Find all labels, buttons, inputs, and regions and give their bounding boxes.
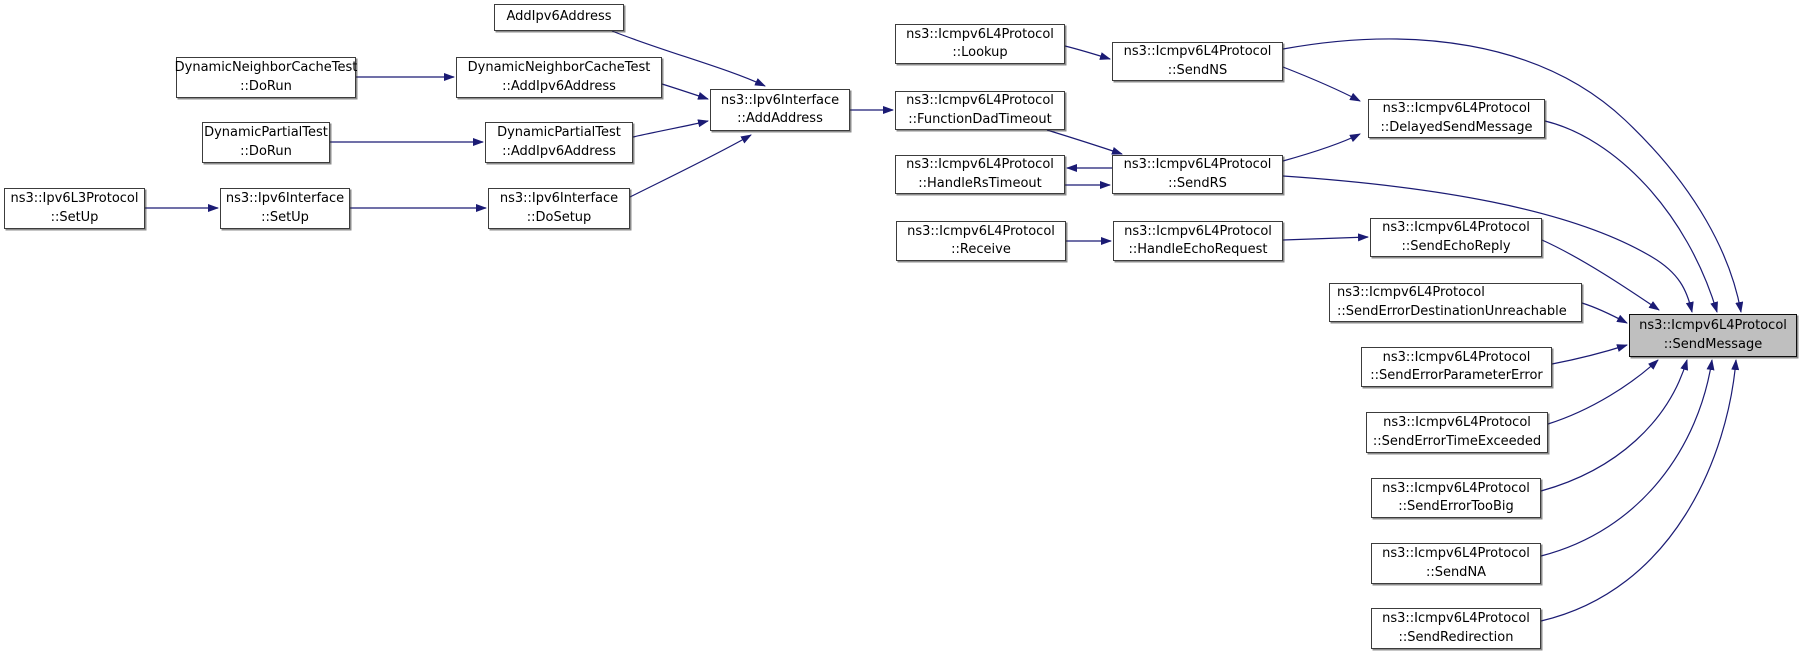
node-label: AddIpv6Address	[506, 9, 612, 25]
node-label-class: DynamicNeighborCacheTest	[174, 60, 358, 75]
node-label-class: ns3::Icmpv6L4Protocol	[1123, 44, 1272, 59]
node-icmpv6l4protocol-functiondadtimeout[interactable]: ns3::Icmpv6L4Protocol ::FunctionDadTimeo…	[895, 91, 1065, 130]
node-label-class: ns3::Icmpv6L4Protocol	[1124, 223, 1272, 239]
node-icmpv6l4protocol-senderrordestinationunreachable[interactable]: ns3::Icmpv6L4Protocol ::SendErrorDestina…	[1329, 283, 1582, 322]
edge-delayedsendmessage-to-sendmessage	[1544, 120, 1718, 313]
node-dynamicpartialtest-addipv6address[interactable]: DynamicPartialTest ::AddIpv6Address	[485, 122, 633, 163]
node-label-class: ns3::Icmpv6L4Protocol	[906, 26, 1054, 42]
node-ipv6interface-setup[interactable]: ns3::Ipv6Interface ::SetUp	[220, 188, 350, 229]
node-label-class: ns3::Ipv6Interface	[225, 191, 345, 206]
node-label-class: ns3::Icmpv6L4Protocol	[1123, 157, 1272, 172]
edge-lookup-to-sendns	[1064, 45, 1111, 60]
node-icmpv6l4protocol-senderrortoobig[interactable]: ns3::Icmpv6L4Protocol ::SendErrorTooBig	[1371, 478, 1541, 518]
node-label-class: ns3::Ipv6L3Protocol	[10, 191, 139, 206]
node-label-class: ns3::Icmpv6L4Protocol	[907, 223, 1055, 239]
node-label-member: ::HandleRsTimeout	[918, 175, 1042, 191]
node-icmpv6l4protocol-sendechoreply[interactable]: ns3::Icmpv6L4Protocol ::SendEchoReply	[1370, 218, 1542, 257]
node-label-member: ::SendRS	[1168, 175, 1227, 191]
node-addipv6address[interactable]: AddIpv6Address	[494, 4, 624, 31]
node-dynamicneighborcachetest-dorun[interactable]: DynamicNeighborCacheTest ::DoRun	[174, 57, 358, 98]
node-icmpv6l4protocol-receive[interactable]: ns3::Icmpv6L4Protocol ::Receive	[896, 221, 1066, 261]
edge-sendns-to-sendmessage	[1282, 38, 1744, 313]
node-label-class: ns3::Icmpv6L4Protocol	[1337, 285, 1485, 300]
node-label-member: ::SendNS	[1167, 62, 1228, 78]
node-label-member: ::SendErrorParameterError	[1370, 368, 1543, 383]
node-label-member: ::AddIpv6Address	[502, 78, 616, 94]
edge-functiondadtimeout-to-sendrs	[1046, 129, 1123, 155]
node-label-member: ::AddIpv6Address	[502, 143, 616, 159]
node-label-class: DynamicNeighborCacheTest	[467, 60, 651, 75]
node-ipv6interface-dosetup[interactable]: ns3::Ipv6Interface ::DoSetup	[488, 188, 630, 229]
node-label-class: ns3::Icmpv6L4Protocol	[1382, 220, 1530, 235]
node-icmpv6l4protocol-handleechorequest[interactable]: ns3::Icmpv6L4Protocol ::HandleEchoReques…	[1113, 221, 1283, 261]
node-label-member: ::SendNA	[1425, 564, 1487, 580]
edge-sendrs-to-sendmessage	[1282, 175, 1694, 313]
node-dynamicneighborcachetest-addipv6address[interactable]: DynamicNeighborCacheTest ::AddIpv6Addres…	[456, 57, 662, 98]
edge-senderrortimeexceeded-to-sendmessage	[1547, 359, 1659, 425]
node-label-class: ns3::Icmpv6L4Protocol	[1382, 546, 1530, 561]
node-label-class: ns3::Icmpv6L4Protocol	[1382, 349, 1531, 365]
node-label-member: ::DoRun	[240, 143, 292, 159]
node-label-class: ns3::Icmpv6L4Protocol	[1639, 318, 1787, 333]
node-label-class: ns3::Icmpv6L4Protocol	[1382, 611, 1530, 626]
node-label-member: ::DoRun	[240, 78, 292, 94]
node-label-member: ::SendEchoReply	[1401, 238, 1511, 254]
node-icmpv6l4protocol-handlerstimeout[interactable]: ns3::Icmpv6L4Protocol ::HandleRsTimeout	[895, 155, 1065, 194]
edge-senderrorparametererror-to-sendmessage	[1551, 344, 1628, 365]
node-icmpv6l4protocol-sendna[interactable]: ns3::Icmpv6L4Protocol ::SendNA	[1371, 543, 1541, 584]
node-label-member: ::FunctionDadTimeout	[908, 111, 1052, 127]
node-label-member: ::HandleEchoRequest	[1128, 242, 1268, 257]
node-icmpv6l4protocol-sendmessage[interactable]: ns3::Icmpv6L4Protocol ::SendMessage	[1629, 314, 1797, 357]
edge-dnctaddipv6-to-addaddress	[661, 83, 709, 100]
edge-sendna-to-sendmessage	[1540, 359, 1715, 557]
node-label-class: ns3::Icmpv6L4Protocol	[906, 93, 1054, 108]
node-ipv6l3protocol-setup[interactable]: ns3::Ipv6L3Protocol ::SetUp	[4, 188, 145, 229]
node-label-class: DynamicPartialTest	[204, 125, 328, 140]
node-label-member: ::Receive	[951, 242, 1011, 257]
edge-sendechoreply-to-sendmessage	[1541, 239, 1660, 311]
node-label-class: ns3::Icmpv6L4Protocol	[1382, 101, 1531, 116]
edge-senderrortoobig-to-sendmessage	[1540, 359, 1689, 492]
node-label-class: ns3::Ipv6Interface	[499, 191, 619, 206]
edge-sendns-to-delayedsendmessage	[1282, 66, 1361, 102]
node-icmpv6l4protocol-sendrs[interactable]: ns3::Icmpv6L4Protocol ::SendRS	[1112, 155, 1283, 194]
node-label-member: ::DelayedSendMessage	[1380, 119, 1533, 135]
edge-sendrs-to-delayedsendmessage	[1282, 133, 1361, 162]
node-label-member: ::DoSetup	[526, 209, 592, 225]
node-label-member: ::SendErrorDestinationUnreachable	[1337, 303, 1567, 319]
edge-addipv6address-to-addaddress	[611, 30, 766, 87]
node-label-member: ::SendErrorTooBig	[1398, 499, 1514, 514]
node-icmpv6l4protocol-lookup[interactable]: ns3::Icmpv6L4Protocol ::Lookup	[895, 24, 1065, 64]
node-label-member: ::SetUp	[50, 209, 99, 225]
node-label-class: DynamicPartialTest	[497, 125, 621, 140]
edge-dptaddipv6-to-addaddress	[632, 119, 709, 138]
node-icmpv6l4protocol-delayedsendmessage[interactable]: ns3::Icmpv6L4Protocol ::DelayedSendMessa…	[1368, 99, 1545, 138]
node-label-member: ::AddAddress	[737, 111, 823, 126]
edge-dosetup-to-addaddress	[629, 134, 752, 198]
node-label-class: ns3::Ipv6Interface	[720, 92, 840, 108]
edge-sendredirection-to-sendmessage	[1540, 359, 1740, 622]
node-ipv6interface-addaddress[interactable]: ns3::Ipv6Interface ::AddAddress	[710, 89, 850, 131]
node-icmpv6l4protocol-senderrortimeexceeded[interactable]: ns3::Icmpv6L4Protocol ::SendErrorTimeExc…	[1366, 412, 1548, 453]
node-icmpv6l4protocol-senderrorparametererror[interactable]: ns3::Icmpv6L4Protocol ::SendErrorParamet…	[1361, 347, 1552, 387]
node-icmpv6l4protocol-sendredirection[interactable]: ns3::Icmpv6L4Protocol ::SendRedirection	[1371, 608, 1541, 649]
node-dynamicpartialtest-dorun[interactable]: DynamicPartialTest ::DoRun	[202, 122, 330, 163]
node-label-class: ns3::Icmpv6L4Protocol	[1382, 480, 1530, 496]
node-label-member: ::Lookup	[952, 45, 1008, 60]
node-label-member: ::SendMessage	[1663, 336, 1763, 352]
edge-handleechorequest-to-sendechoreply	[1282, 233, 1369, 242]
edge-senderrordestunreachable-to-sendmessage	[1581, 302, 1628, 324]
node-label-member: ::SetUp	[261, 209, 309, 225]
node-label-class: ns3::Icmpv6L4Protocol	[906, 157, 1054, 172]
node-label-member: ::SendRedirection	[1398, 629, 1514, 645]
node-icmpv6l4protocol-sendns[interactable]: ns3::Icmpv6L4Protocol ::SendNS	[1112, 42, 1283, 81]
node-label-member: ::SendErrorTimeExceeded	[1372, 433, 1542, 449]
node-label-class: ns3::Icmpv6L4Protocol	[1383, 415, 1531, 430]
